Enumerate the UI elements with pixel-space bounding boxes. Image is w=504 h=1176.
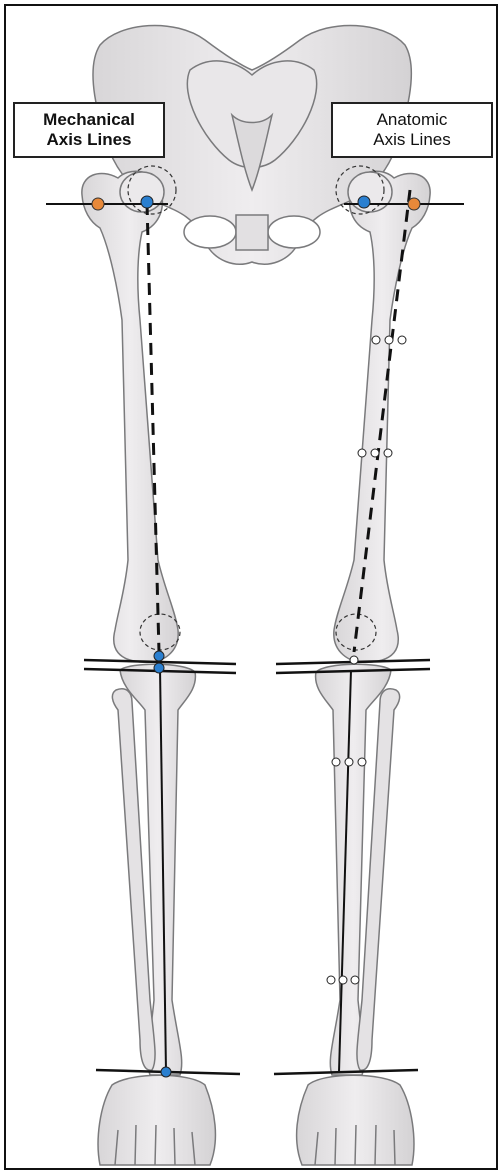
mechanical-axis-label: Mechanical Axis Lines: [13, 102, 165, 158]
left-foot: [97, 1074, 217, 1166]
tibia-shaft-upper-markers: [331, 757, 367, 767]
tibia-shaft-lower-markers: [326, 975, 360, 985]
right-hip-center-marker: [357, 195, 371, 209]
right-trochanter-marker: [407, 197, 421, 211]
left-knee-markers: [153, 650, 165, 674]
pelvis: [92, 24, 413, 265]
anatomic-axis-label: Anatomic Axis Lines: [331, 102, 493, 158]
anatomic-axis-label-line2: Axis Lines: [373, 130, 451, 150]
anatomic-axis-label-line1: Anatomic: [376, 110, 448, 129]
femur-shaft-upper-markers: [371, 335, 407, 345]
left-acetabulum-outline: [127, 165, 177, 215]
right-acetabulum-outline: [335, 165, 385, 215]
right-foot: [295, 1074, 415, 1166]
mechanical-axis-label-line2: Axis Lines: [46, 130, 132, 150]
left-ankle-marker: [160, 1066, 172, 1078]
right-lower-leg: [314, 663, 401, 1076]
right-knee-marker: [349, 655, 359, 665]
mechanical-axis-label-line1: Mechanical: [43, 110, 135, 129]
left-hip-center-marker: [140, 195, 154, 209]
femur-shaft-lower-markers: [357, 448, 393, 458]
left-lower-leg: [111, 663, 197, 1076]
left-femur: [81, 170, 179, 664]
left-trochanter-marker: [91, 197, 105, 211]
right-knee-outline: [335, 613, 377, 651]
